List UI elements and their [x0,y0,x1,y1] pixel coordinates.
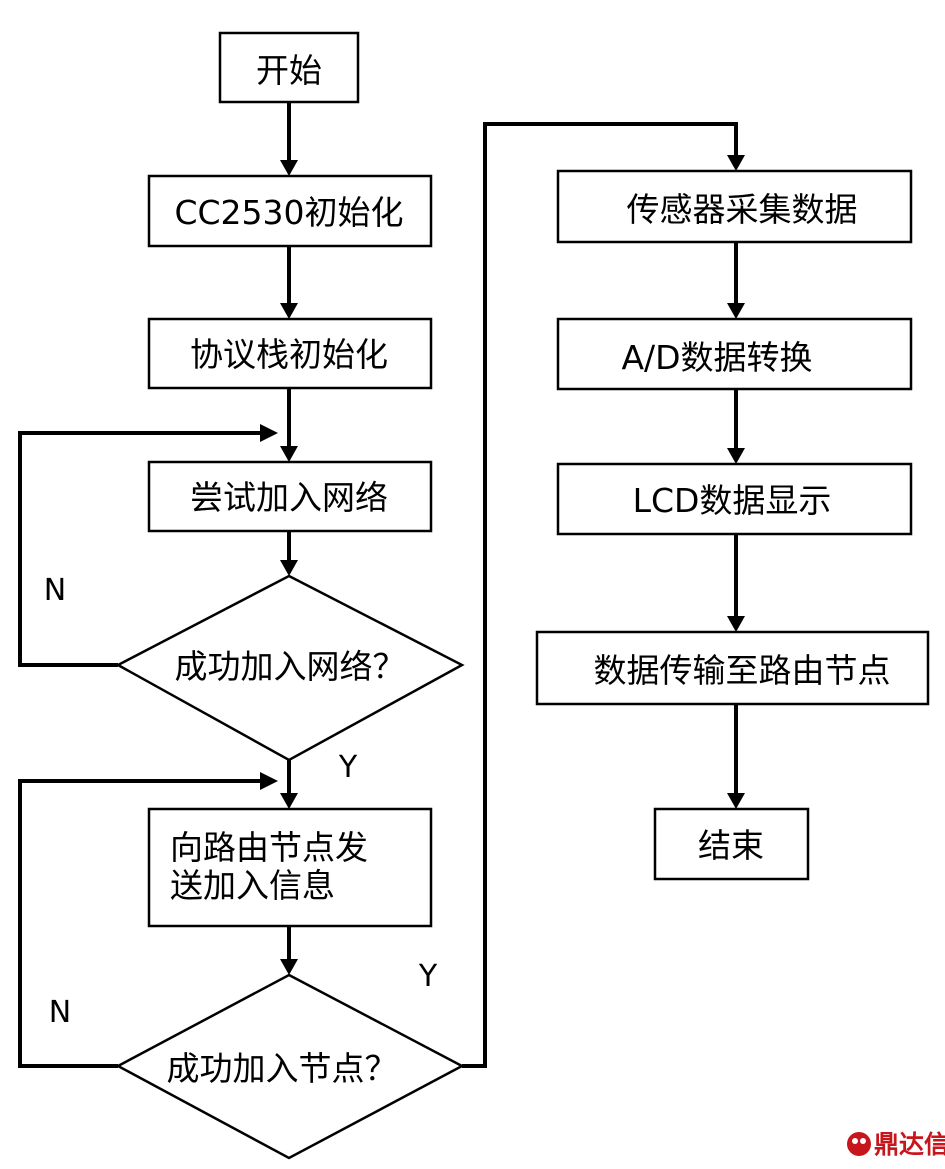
sensor-label: 传感器采集数据 [627,190,858,229]
send-join-node: 向路由节点发 送加入信息 [147,807,433,928]
arrowhead [727,793,745,809]
transmit-label: 数据传输至路由节点 [594,651,891,690]
init-cc2530-node: CC2530初始化 [147,174,433,248]
join-node-decision: 成功加入节点？ [115,973,465,1160]
try-join-node: 尝试加入网络 [147,460,433,533]
watermark-logo-icon [847,1132,871,1156]
lcd-label: LCD数据显示 [633,481,832,520]
join-node-question: 成功加入节点？ [167,1049,398,1088]
start-node: 开始 [218,31,360,104]
transmit-node: 数据传输至路由节点 [535,630,930,706]
try-join-label: 尝试加入网络 [190,478,388,517]
join-network-question: 成功加入网络？ [175,647,406,686]
yes-label-node: Y [418,959,438,994]
arrowhead [727,616,745,632]
join-network-decision: 成功加入网络？ [115,574,465,762]
watermark-text: 鼎达信 [874,1130,945,1159]
arrowhead [260,772,278,790]
init-stack-label: 协议栈初始化 [190,335,388,374]
connector-no-loop-node [18,779,262,1068]
ad-label: A/D数据转换 [621,338,812,377]
ad-node: A/D数据转换 [556,317,913,391]
init-stack-node: 协议栈初始化 [147,317,433,390]
arrowhead [260,424,278,442]
arrowhead [280,560,298,576]
send-join-label-line2: 送加入信息 [170,866,335,905]
send-join-label-line1: 向路由节点发 [170,828,368,867]
no-label-network: N [44,573,66,608]
no-label-node: N [49,995,71,1030]
start-label: 开始 [256,51,322,90]
arrowhead [280,959,298,975]
end-node: 结束 [653,807,810,881]
connectors [18,102,738,1068]
arrowheads [260,155,745,975]
lcd-node: LCD数据显示 [556,462,913,536]
arrowhead [280,303,298,319]
arrowhead [727,448,745,464]
arrowhead [280,793,298,809]
arrowhead [727,303,745,319]
end-label: 结束 [698,826,764,865]
arrowhead [280,446,298,462]
sensor-node: 传感器采集数据 [556,169,913,244]
connector-yes-to-sensor [462,122,738,1068]
arrowhead [727,155,745,171]
yes-label-network: Y [338,750,358,785]
init-cc2530-label: CC2530初始化 [174,193,403,232]
connector-no-loop-network [18,431,262,667]
watermark: 鼎达信 [847,1130,945,1159]
arrowhead [280,160,298,176]
